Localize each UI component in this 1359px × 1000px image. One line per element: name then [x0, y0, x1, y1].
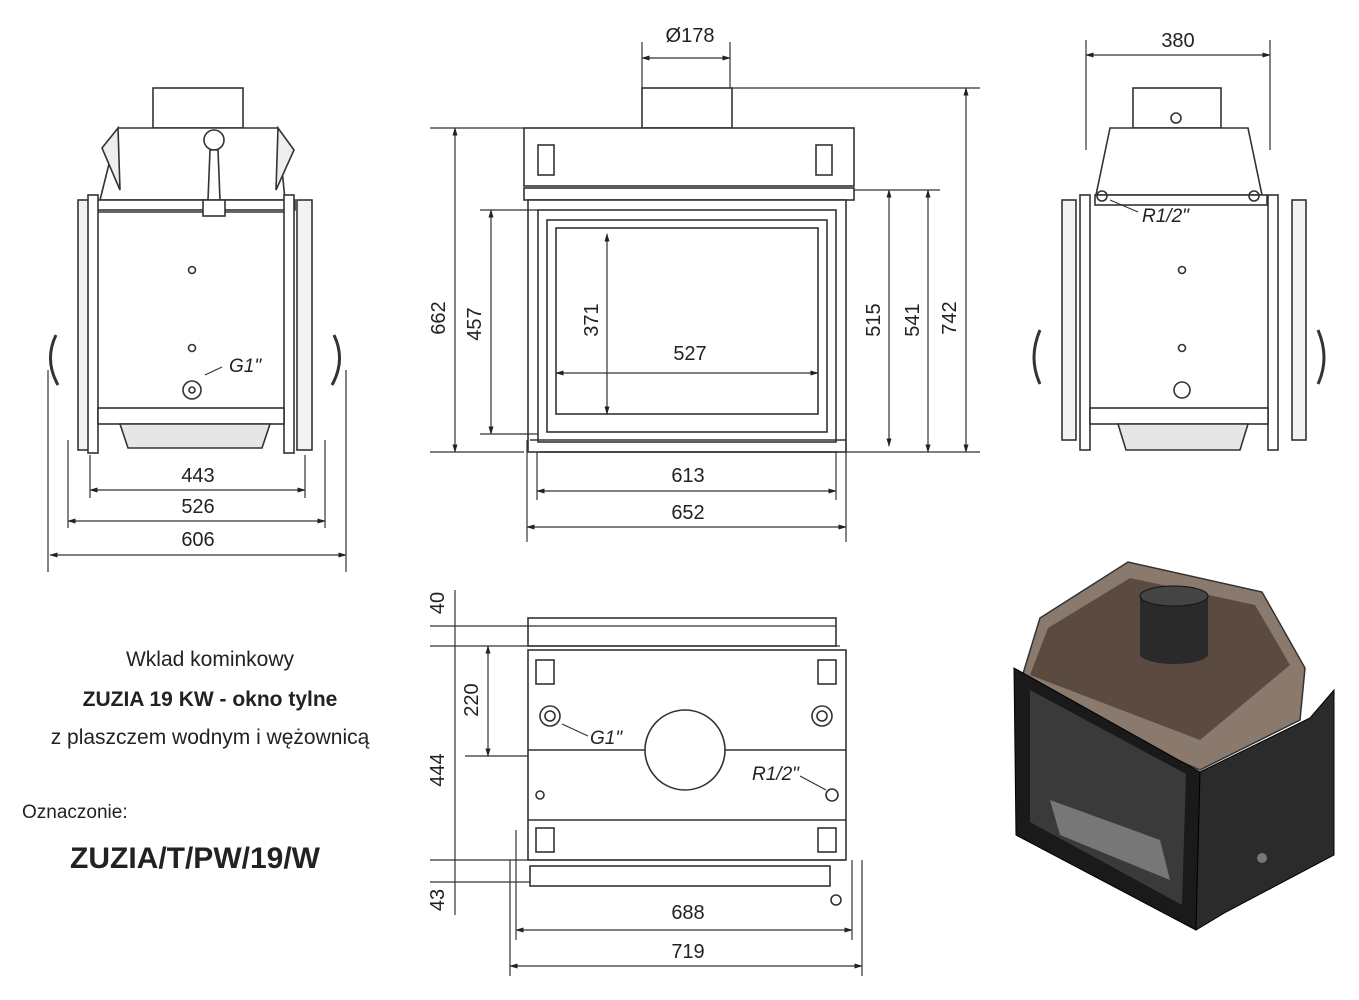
dim-444: 444 [427, 753, 449, 786]
dim-40: 40 [427, 592, 449, 614]
caption-model: ZUZIA 19 KW - okno tylne [82, 688, 338, 711]
dim-742: 742 [939, 301, 961, 334]
dim-diameter-178: Ø178 [666, 25, 715, 47]
dim-457: 457 [464, 307, 486, 340]
label-g1-left: G1" [229, 356, 262, 377]
dim-613: 613 [671, 465, 704, 487]
dim-443: 443 [181, 465, 214, 487]
caption-title: Wklad kominkowy [125, 648, 295, 671]
label-r12-right: R1/2" [1142, 206, 1190, 227]
right-view-dimensions [1085, 40, 1271, 150]
dim-606: 606 [181, 529, 214, 551]
front-view-dimensions [430, 42, 980, 542]
left-side-view [49, 87, 341, 454]
dim-43: 43 [427, 889, 449, 911]
dim-541: 541 [902, 303, 924, 336]
fireplace-3d-render [1013, 561, 1335, 931]
designation-label: Oznaczonie: [22, 802, 128, 823]
dim-652: 652 [671, 502, 704, 524]
label-g1-top: G1" [590, 728, 623, 749]
dim-515: 515 [863, 303, 885, 336]
dim-371: 371 [581, 303, 603, 336]
caption-description: z plaszczem wodnym i wężownicą [50, 726, 370, 749]
front-view [523, 87, 855, 453]
dim-220: 220 [461, 683, 483, 716]
designation-code: ZUZIA/T/PW/19/W [70, 842, 320, 875]
dim-526: 526 [181, 496, 214, 518]
dim-380: 380 [1161, 30, 1194, 52]
right-side-view [1032, 87, 1326, 451]
label-r12-top: R1/2" [752, 764, 800, 785]
dim-527: 527 [673, 343, 706, 365]
left-view-dimensions [47, 370, 347, 572]
dim-662: 662 [428, 301, 450, 334]
top-view-dimensions [430, 590, 863, 976]
dim-688: 688 [671, 902, 704, 924]
dim-719: 719 [671, 941, 704, 963]
top-view [527, 617, 847, 906]
